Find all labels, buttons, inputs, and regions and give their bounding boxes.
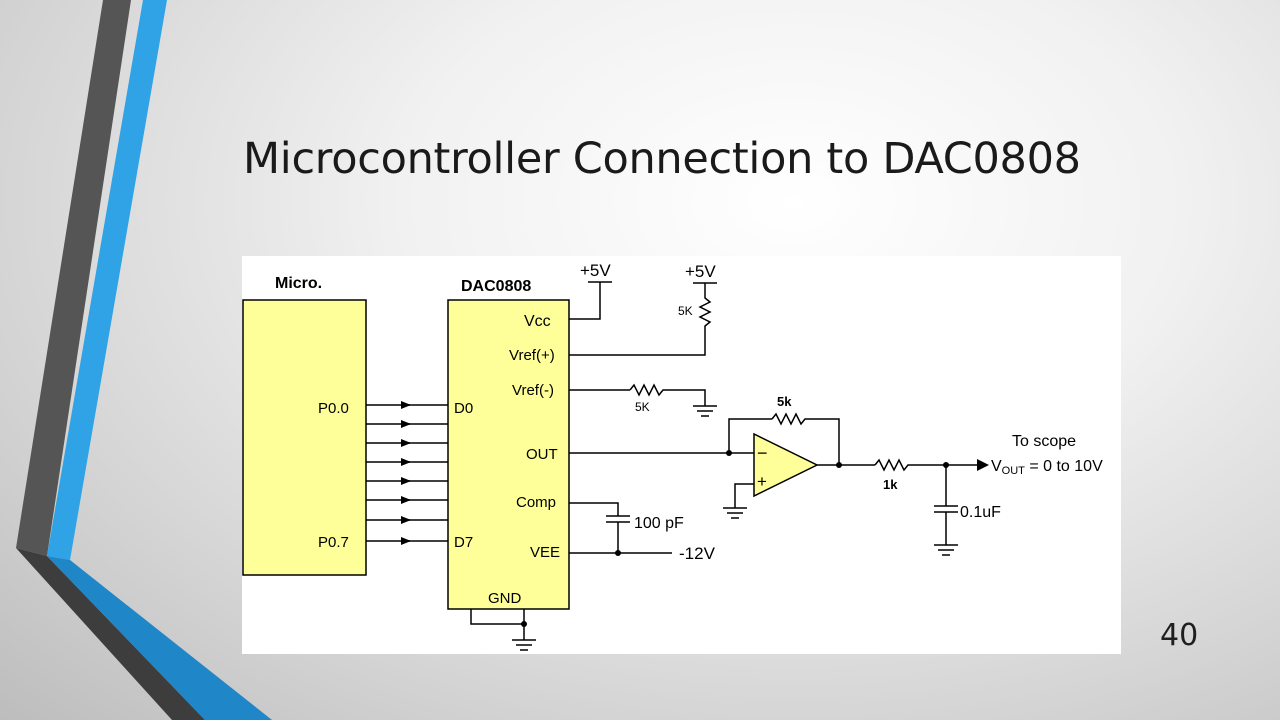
decor-dark-stripe bbox=[16, 0, 131, 556]
vee-junction-dot bbox=[615, 550, 621, 556]
opamp-out-junction-dot bbox=[836, 462, 842, 468]
slide-title: Microcontroller Connection to DAC0808 bbox=[243, 134, 1081, 184]
res-vref-minus-label: 5K bbox=[635, 400, 650, 414]
vout-v: V bbox=[991, 458, 1002, 475]
feedback-resistor bbox=[771, 412, 840, 465]
pin-p00-label: P0.0 bbox=[318, 400, 349, 417]
vcc-wire bbox=[569, 281, 612, 320]
micro-block bbox=[242, 299, 367, 576]
pin-d0-label: D0 bbox=[454, 400, 473, 417]
dac-label: DAC0808 bbox=[461, 278, 531, 295]
decor-blue-diagonal bbox=[47, 556, 272, 720]
gnd-wire bbox=[470, 609, 536, 651]
scope-arrow bbox=[977, 459, 989, 471]
out-junction-dot bbox=[726, 450, 732, 456]
gnd-junction-dot bbox=[521, 621, 527, 627]
pin-vee-label: VEE bbox=[530, 544, 560, 561]
decor-dark-diagonal bbox=[16, 548, 205, 720]
out-wire bbox=[569, 412, 875, 466]
opamp-plus-label: + bbox=[757, 472, 767, 491]
output-resistor bbox=[874, 458, 946, 472]
res-vref-plus-label: 5K bbox=[678, 304, 693, 318]
pin-vcc-label: Vcc bbox=[524, 313, 551, 330]
pin-d7-label: D7 bbox=[454, 534, 473, 551]
vout-label: VOUT = 0 to 10V bbox=[991, 458, 1103, 477]
vref-plus-resistor bbox=[698, 283, 712, 331]
page-number: 40 bbox=[1160, 618, 1199, 653]
pin-vref-minus-label: Vref(-) bbox=[512, 382, 554, 399]
filter-junction-dot bbox=[943, 462, 949, 468]
opamp-symbol bbox=[753, 432, 819, 498]
res-feedback-label: 5k bbox=[777, 394, 792, 409]
pin-gnd-label: GND bbox=[488, 590, 522, 607]
output-filter bbox=[874, 458, 977, 556]
supply-2-label: +5V bbox=[685, 262, 716, 281]
vref-minus-wire bbox=[569, 383, 717, 417]
vout-range: = 0 to 10V bbox=[1025, 458, 1103, 475]
cap-comp-label: 100 pF bbox=[634, 515, 684, 532]
to-scope-label: To scope bbox=[1012, 433, 1076, 450]
dac-schematic: Micro. P0.0 P0.7 DAC0808 Vcc Vref(+) Vre… bbox=[242, 256, 1121, 654]
vout-subscript: OUT bbox=[1002, 465, 1026, 477]
neg-supply-label: -12V bbox=[679, 544, 716, 563]
cap-output-label: 0.1uF bbox=[960, 504, 1001, 521]
vref-plus-wire bbox=[569, 282, 717, 356]
data-bus bbox=[366, 401, 448, 545]
supply-1-label: +5V bbox=[580, 261, 611, 280]
pin-comp-label: Comp bbox=[516, 494, 556, 511]
pin-p07-label: P0.7 bbox=[318, 534, 349, 551]
opamp-minus-label: − bbox=[757, 443, 768, 463]
res-output-label: 1k bbox=[883, 477, 898, 492]
dac-block bbox=[447, 299, 570, 610]
decor-blue-stripe bbox=[47, 0, 167, 560]
pin-vref-plus-label: Vref(+) bbox=[509, 347, 555, 364]
micro-label: Micro. bbox=[275, 275, 322, 292]
opamp-plus-ground bbox=[723, 483, 754, 519]
pin-out-label: OUT bbox=[526, 446, 558, 463]
vref-minus-resistor bbox=[629, 383, 706, 406]
